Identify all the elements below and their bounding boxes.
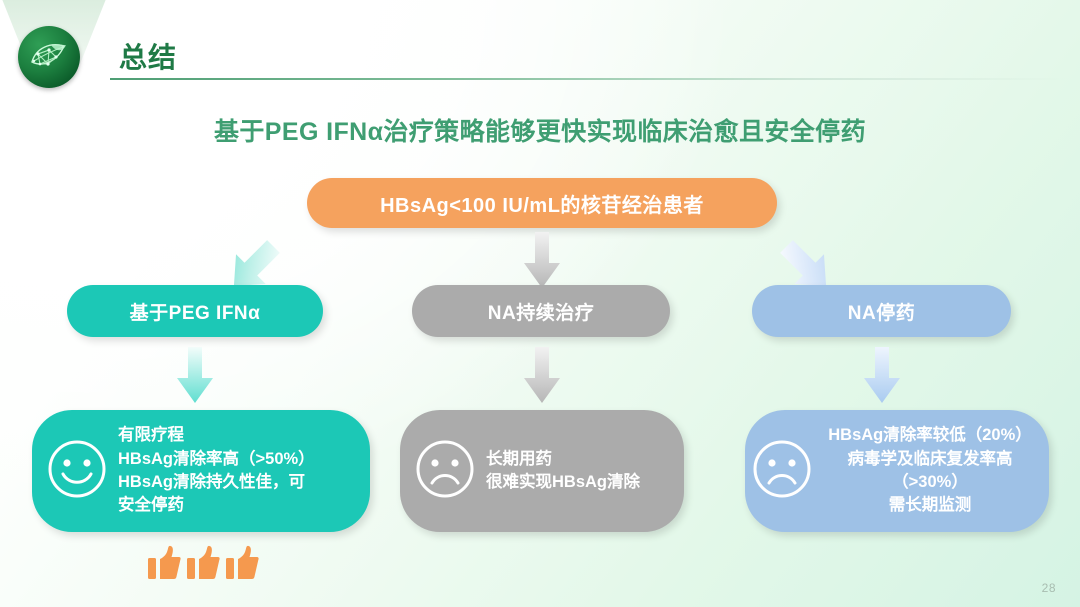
outcome-card-na-stopped-text: HBsAg清除率较低（20%） 病毒学及临床复发率高 （>30%） 需长期监测 (828, 426, 1032, 515)
smiley-sad-icon-2 (751, 438, 813, 505)
smiley-sad-icon (414, 438, 476, 505)
flow-node-na-continued-label: NA持续治疗 (487, 302, 595, 324)
flow-node-patient-group-label: HBsAg<100 IU/mL的核苷经治患者 (380, 194, 704, 217)
arrow-down-right-icon (768, 236, 846, 303)
outcome-card-na-stopped: HBsAg清除率较低（20%） 病毒学及临床复发率高 （>30%） 需长期监测 (745, 410, 1049, 532)
outcome-card-na-continued: 长期用药 很难实现HBsAg清除 (400, 410, 684, 532)
thumbs-up-icon (148, 545, 181, 586)
arrow-down-icon (522, 232, 562, 295)
outcome-card-na-continued-text: 长期用药 很难实现HBsAg清除 (486, 449, 641, 491)
page-title: 总结 (119, 42, 178, 73)
page-number: 28 (1041, 581, 1056, 595)
outcome-card-peg-ifna-text: 有限疗程 HBsAg清除率高（>50%） HBsAg清除持久性佳，可 安全停药 (118, 426, 315, 515)
thumbs-up-icon (226, 545, 259, 586)
flow-node-na-continued: NA持续治疗 (412, 285, 670, 337)
arrow-down-icon-teal (175, 347, 215, 410)
slide-subtitle: 基于PEG IFNα治疗策略能够更快实现临床治愈且安全停药 (214, 118, 866, 146)
arrow-down-icon-grey (522, 347, 562, 410)
flow-node-patient-group: HBsAg<100 IU/mL的核苷经治患者 (307, 178, 777, 228)
outcome-card-peg-ifna: 有限疗程 HBsAg清除率高（>50%） HBsAg清除持久性佳，可 安全停药 (32, 410, 370, 532)
flow-node-peg-ifna: 基于PEG IFNα (67, 285, 323, 337)
flow-node-na-stopped-label: NA停药 (847, 302, 916, 324)
header-divider (110, 78, 1065, 80)
flow-node-peg-ifna-label: 基于PEG IFNα (129, 302, 261, 324)
arrow-down-left-icon (214, 236, 292, 303)
thumbs-up-icon (187, 545, 220, 586)
leaf-network-logo-icon (18, 26, 80, 88)
thumbs-up-group (148, 545, 259, 586)
smiley-happy-icon (46, 438, 108, 505)
arrow-down-icon-blue (862, 347, 902, 410)
flow-node-na-stopped: NA停药 (752, 285, 1011, 337)
